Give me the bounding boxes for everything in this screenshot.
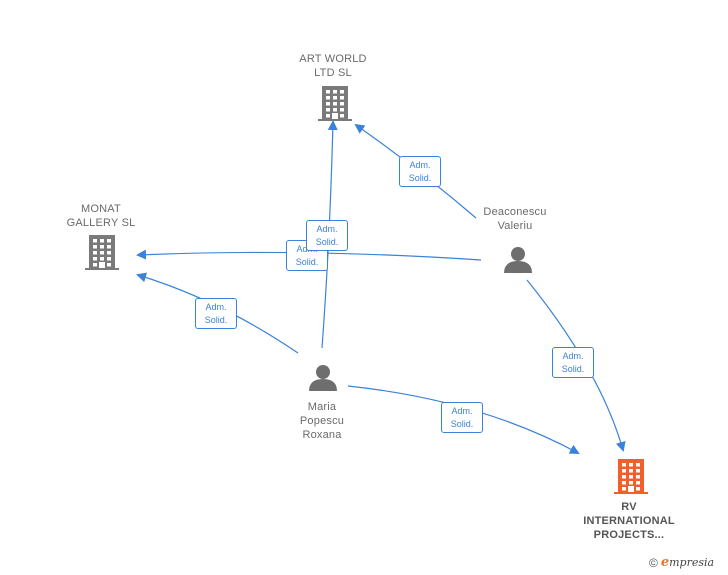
edge-label-maria-to-monat-gallery[interactable]: Adm. Solid. xyxy=(195,298,237,329)
edge-label-maria-to-rv-international[interactable]: Adm. Solid. xyxy=(441,402,483,433)
empresia-logo[interactable]: empresia xyxy=(660,555,715,570)
node-label-deaconescu[interactable]: Deaconescu Valeriu xyxy=(483,206,547,232)
node-label-rv-international[interactable]: RV INTERNATIONAL PROJECTS... xyxy=(583,501,675,541)
copyright-icon: © xyxy=(649,555,658,570)
node-label-maria[interactable]: Maria Popescu Roxana xyxy=(299,401,345,441)
edge-label-maria-to-art-world[interactable]: Adm. Solid. xyxy=(306,220,348,251)
maria-person-icon[interactable] xyxy=(309,365,337,391)
deaconescu-person-icon[interactable] xyxy=(504,247,532,273)
edge-label-deaconescu-to-rv-international[interactable]: Adm. Solid. xyxy=(552,347,594,378)
node-label-monat-gallery[interactable]: MONAT GALLERY SL xyxy=(66,203,136,229)
rv-international-building-icon[interactable] xyxy=(614,459,648,494)
footer: © empresia xyxy=(649,555,714,570)
monat-gallery-building-icon[interactable] xyxy=(85,235,119,270)
node-label-art-world[interactable]: ART WORLD LTD SL xyxy=(299,53,367,79)
edge-label-deaconescu-to-art-world[interactable]: Adm. Solid. xyxy=(399,156,441,187)
art-world-building-icon[interactable] xyxy=(318,86,352,121)
